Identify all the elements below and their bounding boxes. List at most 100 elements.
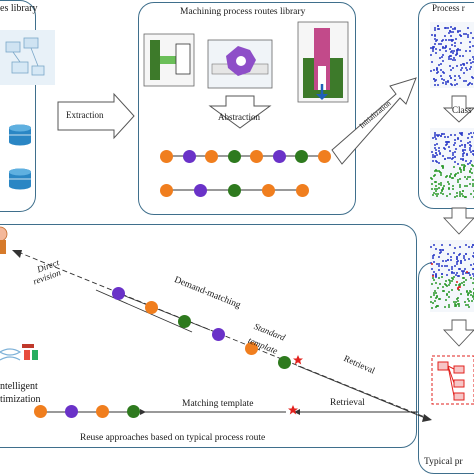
typical-process-label: Typical pr (424, 457, 463, 467)
scatter-point (469, 45, 472, 48)
scatter-point (441, 244, 444, 247)
scatter-point (467, 303, 470, 306)
scatter-point (431, 277, 434, 280)
scatter-point (431, 34, 434, 37)
scatter-point (436, 134, 439, 137)
route-node-green (178, 315, 191, 328)
scatter-point (470, 62, 473, 65)
scatter-point (468, 144, 471, 147)
scatter-point (446, 284, 449, 287)
scatter-point (448, 187, 451, 190)
scatter-point (463, 166, 466, 169)
route-node-purple (182, 150, 196, 163)
scatter-point (432, 136, 435, 139)
person-figure (0, 226, 8, 254)
scatter-point (438, 251, 441, 254)
scatter-point (450, 259, 453, 262)
scatter-point (453, 74, 456, 77)
scatter-point (450, 25, 453, 28)
initialization-arrow (331, 77, 417, 165)
scatter-point (464, 304, 467, 307)
scatter-point (472, 77, 474, 80)
scatter-point (457, 31, 460, 34)
scatter-point (470, 160, 473, 163)
scatter-point (456, 194, 459, 197)
scatter-point (450, 266, 453, 269)
scatter-point (470, 263, 473, 266)
scatter-point (438, 248, 441, 251)
scatter-point (449, 39, 452, 42)
scatter-point (456, 302, 459, 305)
retrieval-label-2: Retrieval (330, 398, 365, 408)
scatter-point (431, 187, 434, 190)
scatter-point (467, 84, 470, 87)
scatter-point (440, 174, 443, 177)
scatter-point (472, 292, 474, 295)
scatter-point (464, 159, 467, 162)
scatter-point (432, 47, 435, 50)
scatter-point (460, 261, 463, 264)
scatter-point (440, 42, 443, 45)
scatter-point (445, 292, 448, 295)
scatter-point (462, 153, 465, 156)
scatter-point (436, 287, 439, 290)
scatter-point (433, 132, 436, 135)
scatter-point (435, 133, 438, 136)
scatter-point (464, 145, 467, 148)
scatter-point (470, 151, 473, 154)
scatter-point (472, 278, 474, 281)
scatter-point (469, 81, 472, 84)
scatter-point (462, 273, 465, 276)
scatter-point (438, 56, 441, 59)
scatter-point (433, 192, 436, 195)
scatter-point (435, 193, 438, 196)
scatter-point (469, 41, 472, 43)
scatter-point (456, 136, 459, 139)
scatter-point (471, 185, 474, 187)
route-node-purple (212, 328, 225, 341)
scatter-point (459, 54, 462, 57)
scatter-point (447, 252, 450, 255)
scatter-point (434, 169, 437, 172)
database-icon (9, 124, 31, 146)
scatter-point (461, 271, 464, 273)
scatter-point (456, 172, 459, 175)
scatter-point (455, 51, 458, 54)
scatter-point (452, 276, 455, 279)
scatter-point (469, 168, 472, 171)
scatter-point (456, 297, 459, 300)
scatter-point (445, 298, 448, 301)
scatter-point (464, 279, 467, 282)
scatter-point (461, 193, 464, 196)
scatter-point (435, 38, 438, 41)
scatter-point (466, 35, 469, 38)
scatter-point (469, 65, 472, 68)
scatter-point (468, 147, 471, 150)
scatter-point (464, 268, 467, 270)
scatter-point (467, 245, 470, 248)
machining-image-1 (143, 33, 195, 87)
scatter-point (433, 155, 436, 158)
scatter-point (433, 37, 436, 40)
scatter-point (439, 182, 442, 185)
scatter-point (452, 153, 455, 156)
scatter-point (447, 55, 450, 58)
scatter-point (439, 192, 442, 195)
scatter-point (453, 143, 456, 146)
scatter-point (472, 44, 474, 47)
scatter-point (449, 76, 452, 79)
scatter-point (459, 76, 462, 79)
scatter-point (434, 185, 437, 188)
scatter-point (457, 178, 460, 181)
scatter-point (433, 26, 436, 29)
scatter-point (467, 293, 470, 296)
library-mid-label: Machining process routes library (180, 7, 306, 17)
scatter-point (445, 46, 448, 49)
scatter-point (462, 63, 465, 66)
scatter-point (458, 131, 461, 134)
scatter-point (449, 157, 452, 160)
scatter-point (450, 84, 453, 87)
scatter-point (462, 269, 465, 272)
scatter-point (438, 298, 441, 301)
scatter-point (472, 256, 474, 259)
